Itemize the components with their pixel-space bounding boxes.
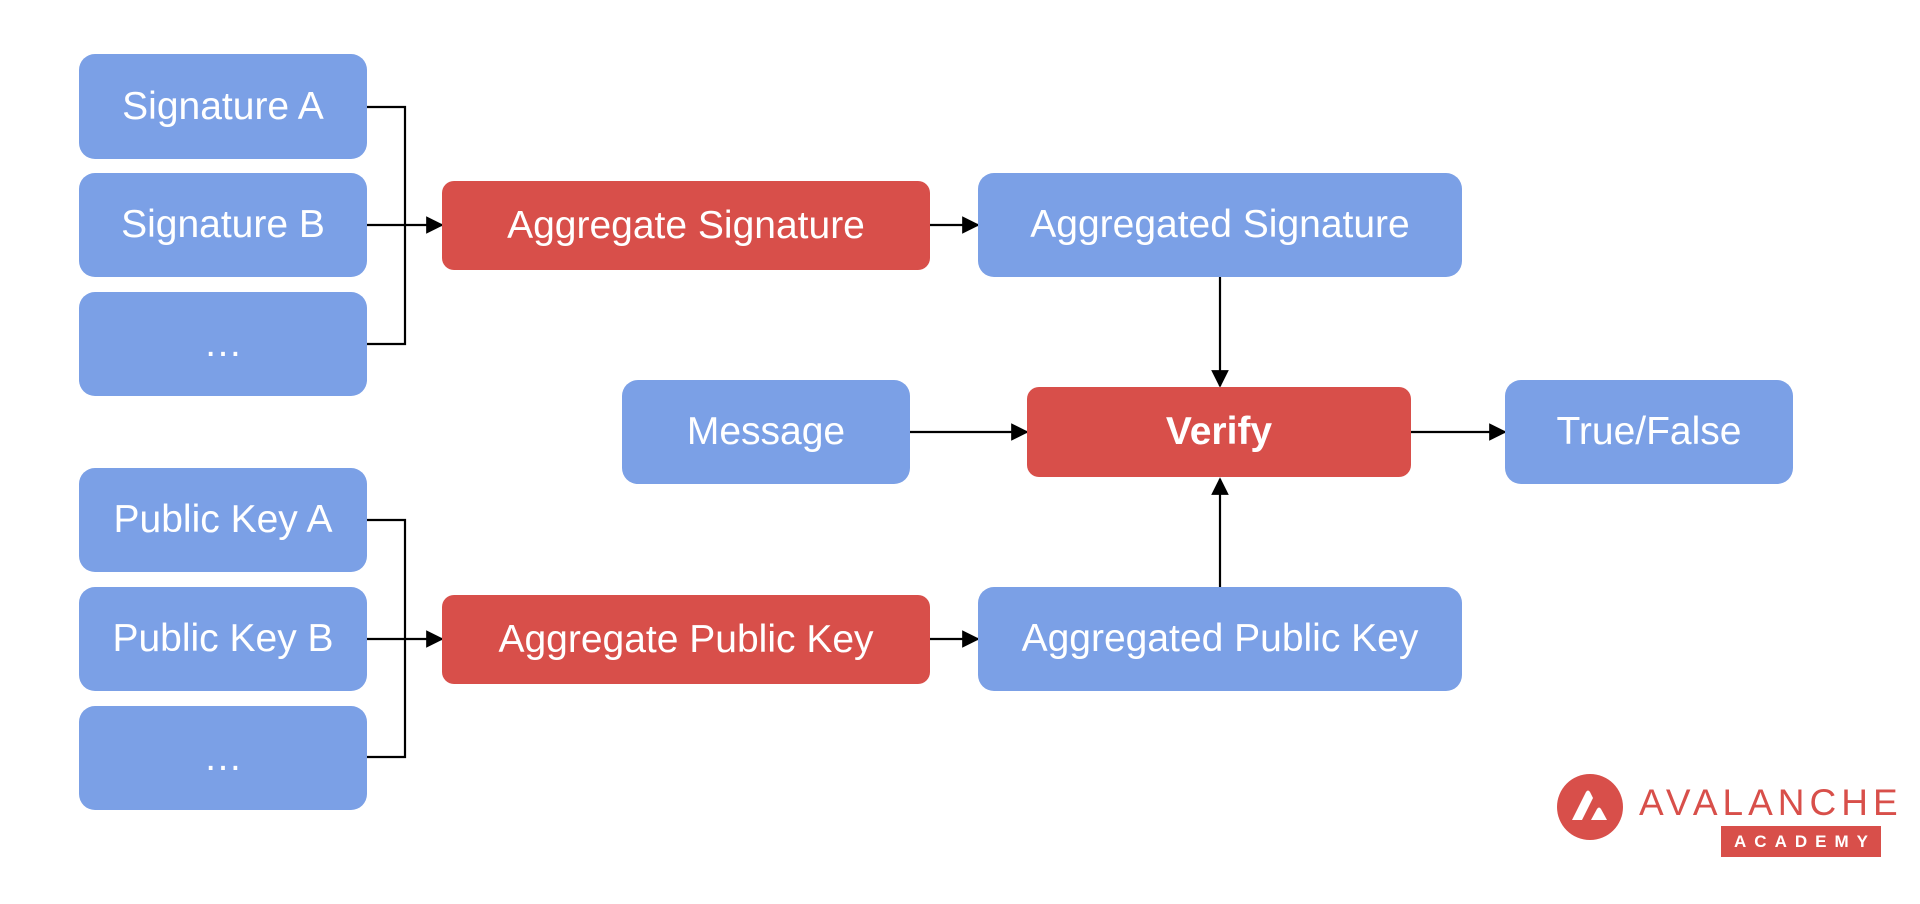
public-key-more-box: … [79, 706, 367, 810]
signature-more-box: … [79, 292, 367, 396]
verify-box: Verify [1027, 387, 1411, 477]
aggregated-signature-box: Aggregated Signature [978, 173, 1462, 277]
signature-a-box: Signature A [79, 54, 367, 159]
logo-subtitle: ACADEMY [1721, 826, 1881, 857]
aggregated-public-key-label: Aggregated Public Key [1021, 617, 1419, 660]
logo-wordmark: AVALANCHE [1639, 782, 1903, 823]
public-key-a-label: Public Key A [113, 498, 333, 541]
public-key-more-label: … [203, 736, 243, 779]
message-label: Message [686, 410, 846, 453]
avalanche-mountain-icon [1557, 774, 1623, 840]
true-false-box: True/False [1505, 380, 1793, 484]
aggregate-public-key-box: Aggregate Public Key [442, 595, 930, 684]
aggregated-public-key-box: Aggregated Public Key [978, 587, 1462, 691]
signature-more-label: … [203, 322, 243, 365]
aggregated-signature-label: Aggregated Signature [1030, 203, 1410, 246]
public-key-b-box: Public Key B [79, 587, 367, 691]
signature-b-label: Signature B [121, 203, 325, 246]
public-key-a-box: Public Key A [79, 468, 367, 572]
aggregate-public-key-label: Aggregate Public Key [498, 617, 874, 661]
true-false-label: True/False [1556, 410, 1742, 453]
signature-b-box: Signature B [79, 173, 367, 277]
signature-a-label: Signature A [122, 84, 324, 128]
verify-label: Verify [1165, 410, 1273, 453]
avalanche-academy-logo: AVALANCHE ACADEMY [1555, 770, 1898, 870]
public-key-b-label: Public Key B [112, 617, 334, 660]
message-box: Message [622, 380, 910, 484]
aggregate-signature-box: Aggregate Signature [442, 181, 930, 270]
aggregate-signature-label: Aggregate Signature [507, 203, 865, 247]
